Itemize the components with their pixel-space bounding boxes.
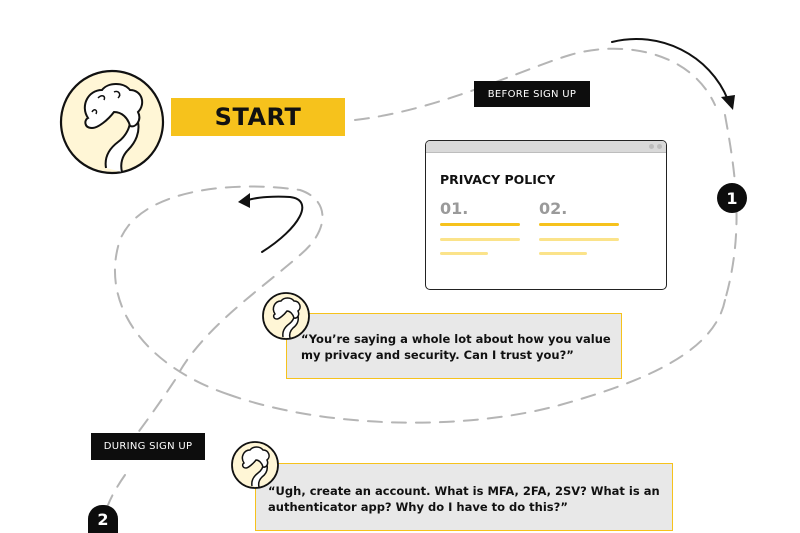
- dashed-path-to-badge-2: [107, 474, 126, 506]
- text-line-placeholder: [539, 238, 619, 241]
- window-dot-icon: [649, 144, 654, 149]
- dashed-path-lower-right: [229, 299, 726, 424]
- step-badge-1: 1: [717, 183, 747, 213]
- quote-bubble-account: “Ugh, create an account. What is MFA, 2F…: [255, 463, 673, 531]
- arrow-top-curve: [611, 38, 729, 101]
- arrowhead-top-icon: [721, 95, 735, 110]
- policy-section-02: 02.: [539, 199, 568, 218]
- text-line-placeholder: [440, 238, 520, 241]
- dashed-path-start-to-top: [354, 47, 716, 121]
- privacy-policy-window: PRIVACY POLICY 01. 02.: [425, 140, 667, 290]
- arrow-loop-curve: [247, 195, 304, 253]
- quote-text-account: “Ugh, create an account. What is MFA, 2F…: [268, 484, 660, 514]
- text-line-placeholder: [539, 252, 587, 255]
- window-title-bar: [426, 141, 666, 153]
- person-avatar-small: [231, 441, 279, 489]
- privacy-policy-title: PRIVACY POLICY: [440, 172, 556, 187]
- person-avatar-small: [262, 292, 310, 340]
- text-line-placeholder: [440, 223, 520, 226]
- window-dot-icon: [657, 144, 662, 149]
- text-line-placeholder: [539, 223, 619, 226]
- before-sign-up-label: BEFORE SIGN UP: [474, 81, 590, 107]
- step-badge-2: 2: [88, 505, 118, 533]
- start-banner: START: [171, 98, 345, 136]
- quote-text-trust: “You’re saying a whole lot about how you…: [301, 332, 611, 362]
- quote-bubble-trust: “You’re saying a whole lot about how you…: [286, 313, 622, 379]
- policy-section-01: 01.: [440, 199, 469, 218]
- arrowhead-loop-icon: [238, 193, 250, 208]
- during-sign-up-label: DURING SIGN UP: [91, 433, 205, 460]
- person-avatar-main: [59, 69, 165, 175]
- text-line-placeholder: [440, 252, 488, 255]
